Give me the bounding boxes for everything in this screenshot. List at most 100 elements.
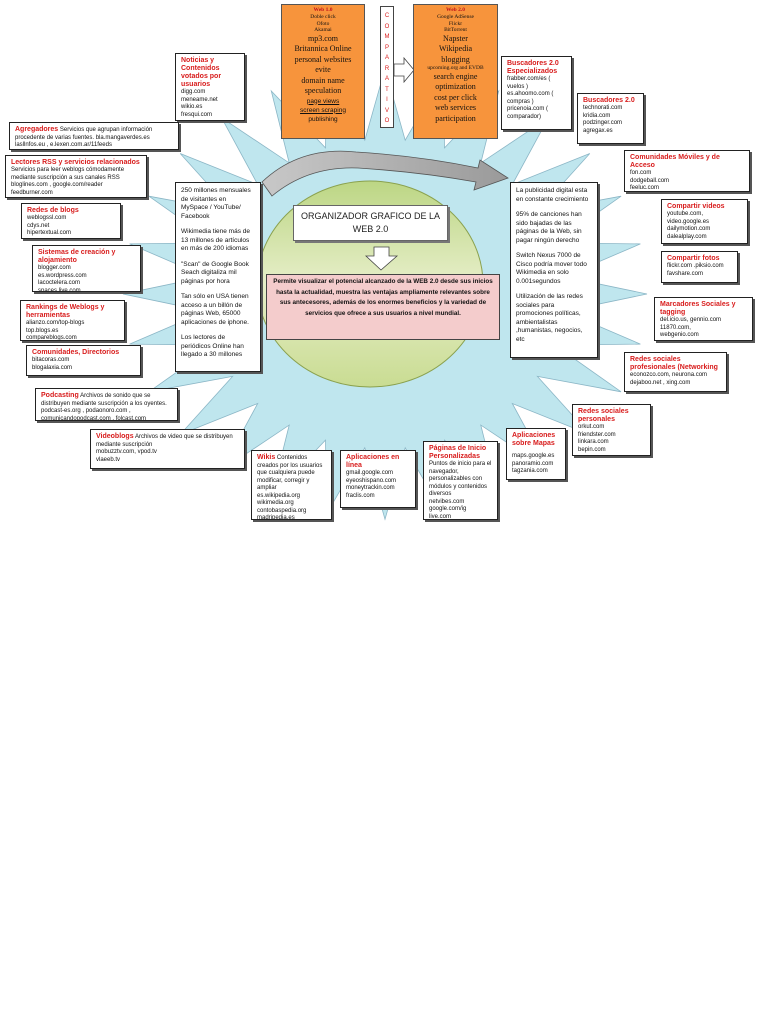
comparativo-letter: P <box>384 44 389 51</box>
box-items: weblogssl.com cdys.net hipertextual.com <box>27 215 72 236</box>
web2-item: web services <box>434 103 477 112</box>
wikis-box: Wikis Contenidos creados por los usuario… <box>251 450 332 520</box>
fact-text: Wikimedia tiene más de 13 millones de ar… <box>181 228 250 252</box>
box-items: es.wikipedia.org wikimedia.org contobasp… <box>257 492 307 520</box>
compartir-fotos-box: Compartir fotos flickr.com .piksio.com f… <box>661 251 738 283</box>
box-items: del.icio.us, gennio.com 11870.com, webge… <box>660 317 722 338</box>
fact-text: La publicidad digital esta en constante … <box>516 187 589 203</box>
redes-sociales-personales-box: Redes sociales personales orkut.com frie… <box>572 404 651 456</box>
center-description-text: Permite visualizar el potencial alcanzad… <box>273 278 493 317</box>
web2-item: participation <box>435 113 476 123</box>
comparativo-letter: O <box>384 118 390 124</box>
box-items: fon.com dodgeball.com feeluc.com <box>630 170 670 191</box>
fact-text: Tan sólo en USA tienen acceso a un billó… <box>181 293 249 326</box>
box-title: Lectores RSS y servicios relacionados <box>11 159 140 166</box>
buscadores-box: Buscadores 2.0 technorati.com kridia.com… <box>577 93 644 144</box>
web2-item: Napster <box>443 33 468 43</box>
box-title: Redes sociales personales <box>578 408 629 423</box>
box-title: Aplicaciones en línea <box>346 454 400 469</box>
web2-item: Wikipedia <box>439 44 472 53</box>
comparativo-letter: A <box>384 76 389 82</box>
box-title: Wikis <box>257 454 276 461</box>
web1-item: Britannica Online <box>294 44 352 53</box>
fact-text: 250 millones mensuales de visitantes en … <box>181 187 251 220</box>
web1-item: evite <box>315 65 331 74</box>
paginas-inicio-box: Páginas de Inicio Personalizadas Puntos … <box>423 441 498 520</box>
web1-header: Web 1.0 <box>313 7 333 13</box>
box-items: mobuzztv.com, vpod.tv vlaeeb.tv <box>96 449 157 463</box>
web1-item: Doble click <box>310 14 336 20</box>
mapas-box: Aplicaciones sobre Mapas maps.google.es … <box>506 428 566 480</box>
web2-item: BitTorrent <box>444 27 467 33</box>
box-title: Noticias y Contenidos votados por usuari… <box>181 57 222 88</box>
fact-text: Los lectores de periódicos Online han ll… <box>181 334 244 358</box>
videoblogs-box: Videoblogs Archivos de video que se dist… <box>90 429 245 469</box>
box-title: Compartir fotos <box>667 255 720 262</box>
curved-arrow-top <box>261 150 509 197</box>
box-title: Podcasting <box>41 392 79 399</box>
aplicaciones-box: Aplicaciones en línea gmail.google.com e… <box>340 450 416 508</box>
box-title: Rankings de Weblogs y herramientas <box>26 304 105 319</box>
box-title: Buscadores 2.0 Especializados <box>507 60 559 75</box>
box-title: Redes de blogs <box>27 207 79 214</box>
box-items: orkut.com friendster.com linkara.com bep… <box>578 424 616 453</box>
redes-profesionales-box: Redes sociales profesionales (Networking… <box>624 352 727 392</box>
web1-item: Ofoto <box>316 20 330 27</box>
web2-box: Web 2.0 Google AdSense Flickr BitTorrent… <box>413 4 498 139</box>
web1-item: screen scraping <box>300 106 346 114</box>
box-items: gmail.google.com eyeoshispano.com moneyt… <box>346 470 397 499</box>
box-items: frabber.com/es ( vuelos ) es.ahoomo.com … <box>507 76 554 120</box>
web1-item: Akamai <box>314 27 332 33</box>
box-desc: Archivos de video que se distribuyen med… <box>96 434 233 448</box>
web2-item: blogging <box>441 54 470 64</box>
comparativo-letter: C <box>384 13 390 19</box>
fact-text: 95% de canciones han sido bajadas de las… <box>516 211 582 244</box>
box-title: Aplicaciones sobre Mapas <box>512 432 556 447</box>
comparativo-letter: A <box>384 55 389 61</box>
fact-text: Switch Nexus 7000 de Cisco podría mover … <box>516 252 587 285</box>
box-title: Agregadores <box>15 126 59 133</box>
fact-text: "Scan" de Google Book Seach digitaliza m… <box>181 260 249 285</box>
box-items: podcast-es.org , podaonoro.com , comunic… <box>41 408 147 421</box>
agregadores-box: Agregadores Servicios que agrupan inform… <box>9 122 179 150</box>
web1-item: page views <box>306 97 340 105</box>
box-items: digg.com meneame.net wikio.es fresqui.co… <box>181 89 218 118</box>
comparativo-label: C O M P A R A T I V O <box>380 6 394 128</box>
box-title: Comunidades, Directorios <box>32 349 120 356</box>
comparativo-letter: O <box>384 23 390 30</box>
marcadores-box: Marcadores Sociales y tagging del.icio.u… <box>654 297 753 341</box>
comparativo-letter: M <box>384 34 390 40</box>
box-items: youtube.com, video.google.es dailymotion… <box>667 211 711 240</box>
box-items: Servicios para leer weblogs cómodamente … <box>11 167 125 196</box>
box-title: Marcadores Sociales y tagging <box>660 301 736 316</box>
lectores-box: Lectores RSS y servicios relacionados Se… <box>5 155 147 198</box>
web2-item: Flickr <box>448 20 463 27</box>
box-items: blogger.com es.wordpress.com lacoctelera… <box>38 265 87 292</box>
fact-text: Utilización de las redes sociales para p… <box>516 293 583 343</box>
box-title: Páginas de Inicio Personalizadas <box>429 445 487 460</box>
box-desc: Contenidos creados por los usuarios que … <box>257 455 323 491</box>
left-facts-box: 250 millones mensuales de visitantes en … <box>175 182 261 372</box>
center-title-text: ORGANIZADOR GRAFICO DE LA WEB 2.0 <box>300 211 441 234</box>
comparativo-letter: R <box>384 65 390 72</box>
sistemas-box: Sistemas de creación y alojamiento blogg… <box>32 245 141 292</box>
box-desc: Archivos de sonido que se distribuyen me… <box>41 393 167 407</box>
box-title: Compartir videos <box>667 203 725 210</box>
web2-header: Web 2.0 <box>446 7 465 13</box>
web2-item: upcoming.org and EVDB <box>427 65 484 71</box>
box-items: Puntos de inicio para el navegador, pers… <box>429 461 492 520</box>
buscadores-especializados-box: Buscadores 2.0 Especializados frabber.co… <box>501 56 572 130</box>
noticias-box: Noticias y Contenidos votados por usuari… <box>175 53 245 121</box>
comparativo-letter: T <box>385 86 389 93</box>
web1-item: speculation <box>304 86 342 95</box>
rankings-box: Rankings de Weblogs y herramientas alian… <box>20 300 125 341</box>
web1-item: publishing <box>308 115 338 123</box>
web1-item: personal websites <box>294 54 352 64</box>
comunidades-box: Comunidades, Directorios bitacoras.com b… <box>26 345 141 376</box>
box-title: Comunidades Móviles y de Acceso <box>630 154 720 169</box>
box-title: Sistemas de creación y alojamiento <box>38 249 116 264</box>
box-items: bitacoras.com blogalaxia.com <box>32 357 73 371</box>
web1-item: mp3.com <box>308 33 338 43</box>
box-items: econozco.com, neurona.com dejaboo.net , … <box>630 372 708 386</box>
comparativo-letter: I <box>386 97 388 103</box>
